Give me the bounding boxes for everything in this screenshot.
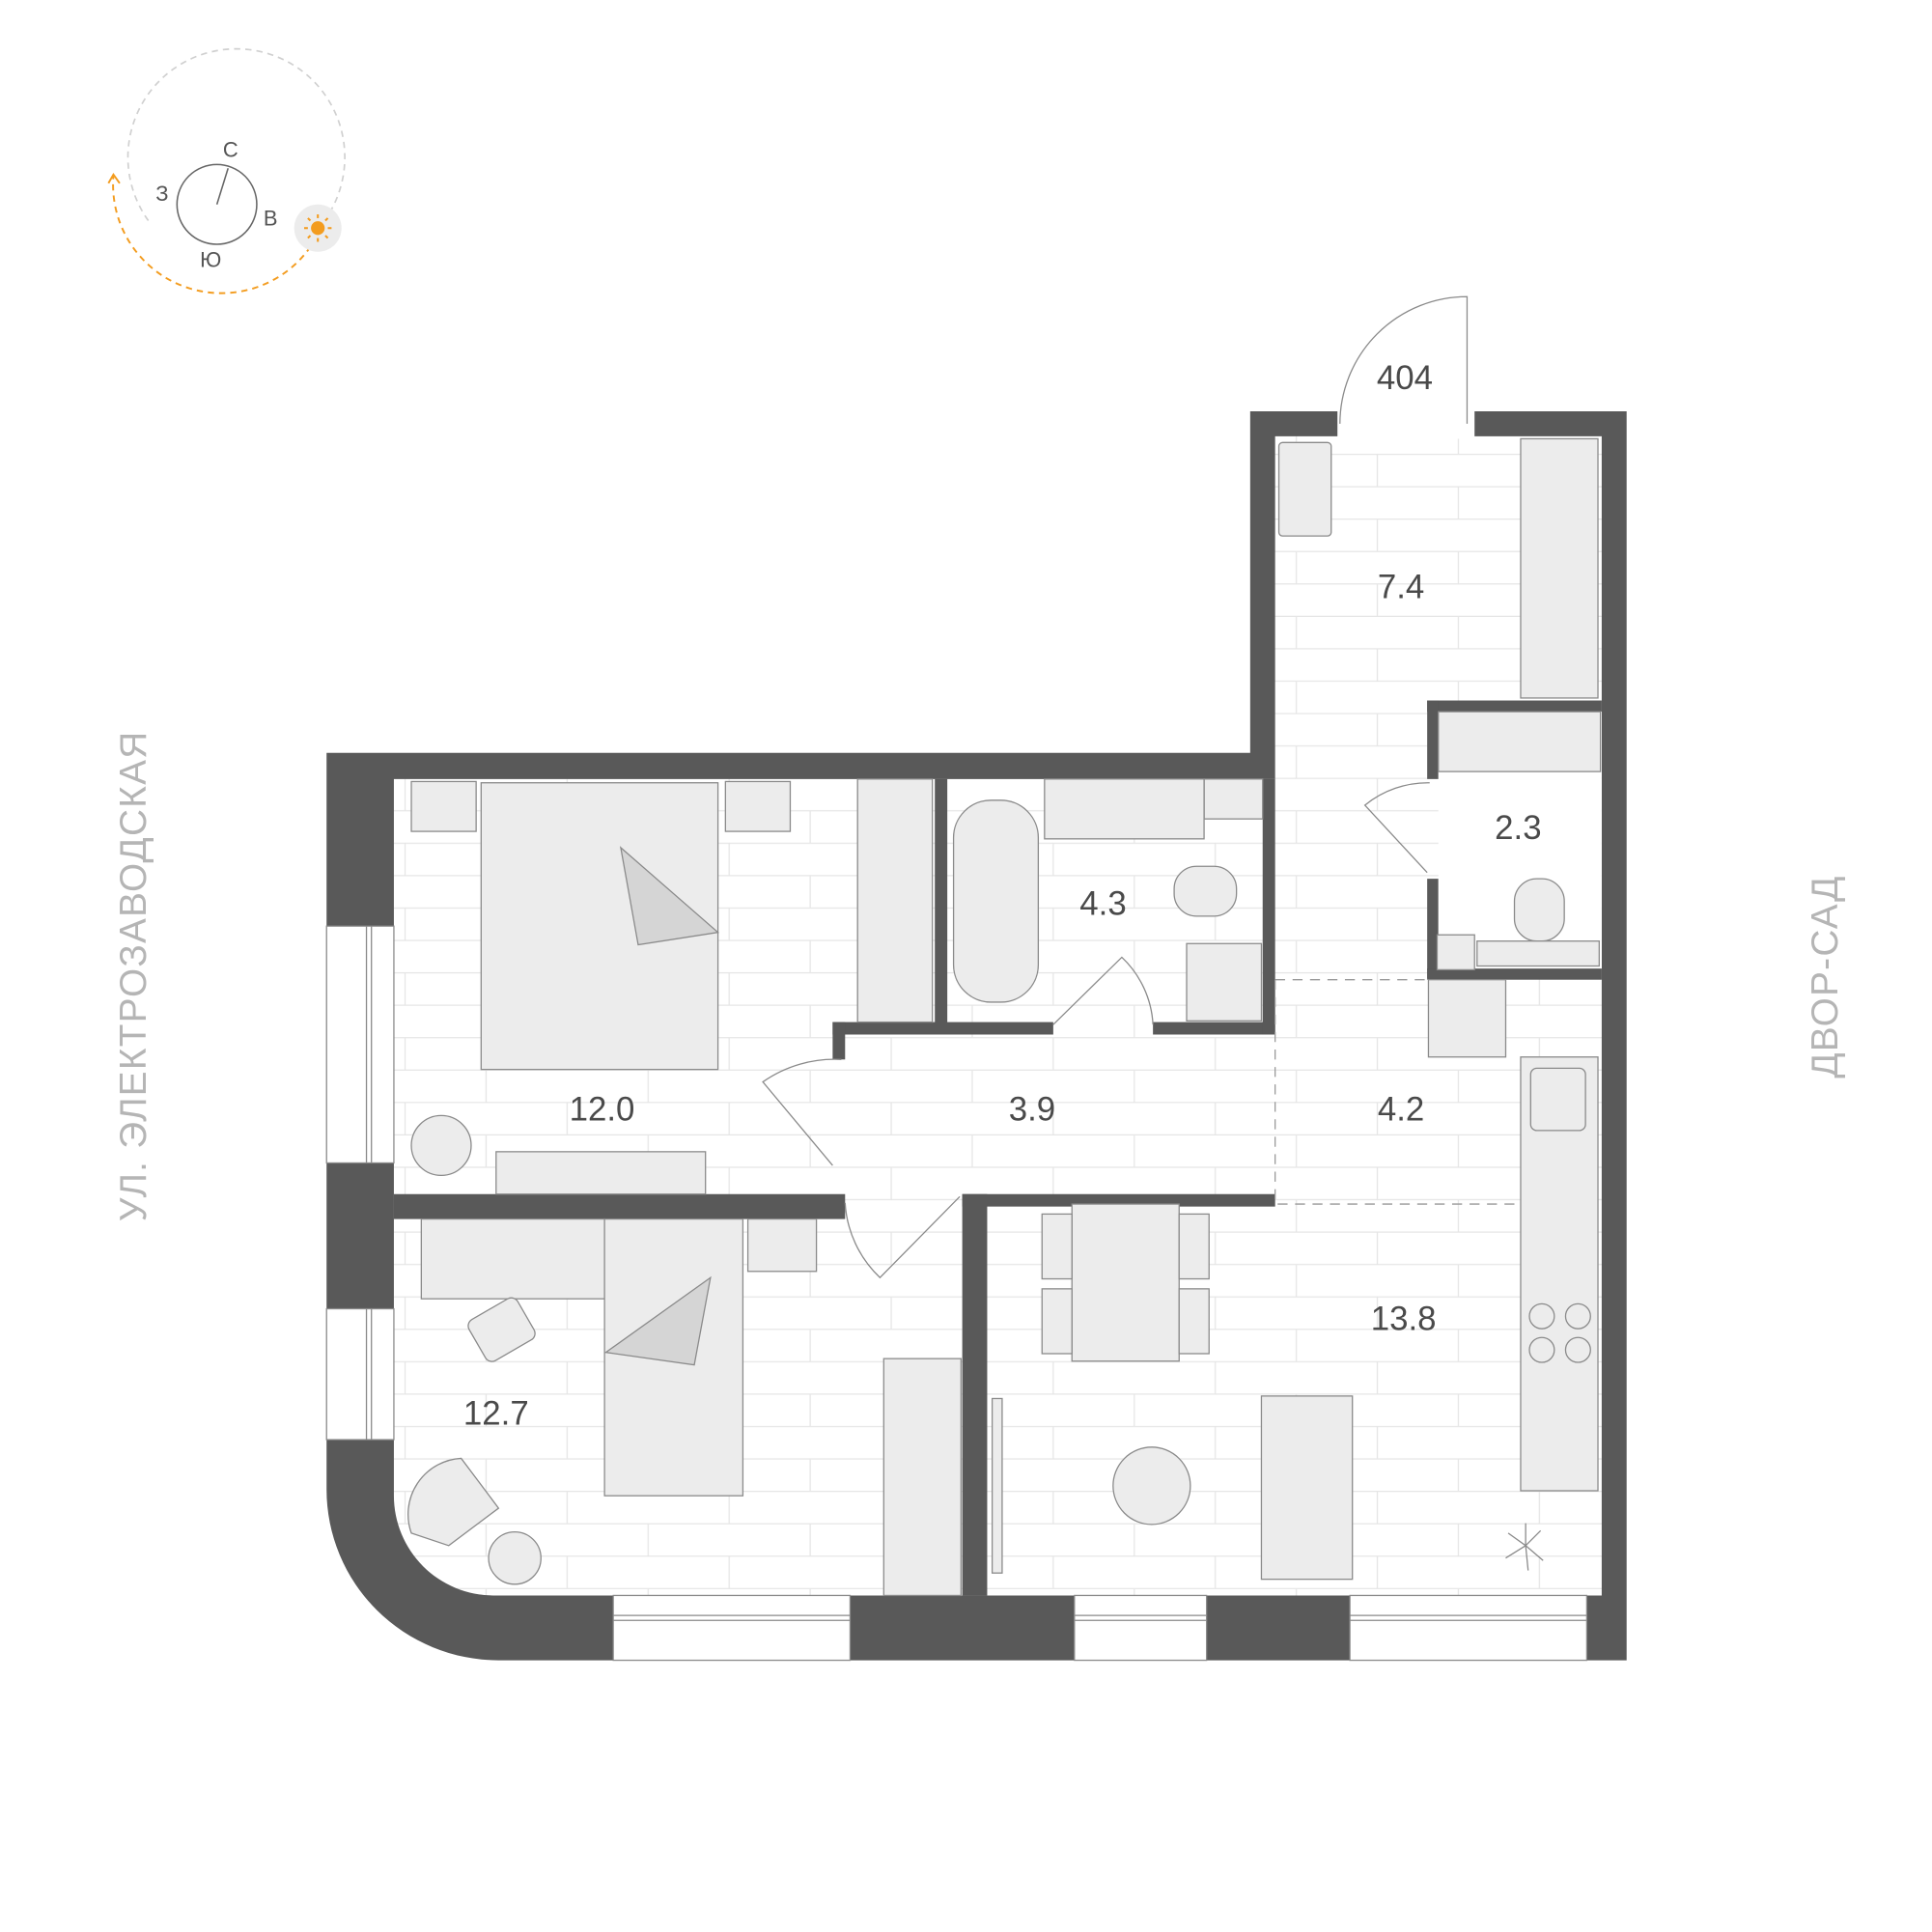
kitchen-sink bbox=[1529, 1067, 1586, 1132]
room-area-bathroom: 4.3 bbox=[1079, 885, 1126, 923]
bedroom-1-door[interactable] bbox=[762, 1058, 842, 1166]
ventilation-shaft-2 bbox=[1203, 778, 1264, 820]
window-bottom-1 bbox=[612, 1594, 852, 1662]
nightstand-left bbox=[410, 780, 477, 832]
bathroom-sink bbox=[1044, 778, 1205, 840]
street-label-right: ДВОР-САД bbox=[1805, 875, 1846, 1078]
compass-dial bbox=[176, 163, 258, 245]
nightstand-right bbox=[724, 780, 792, 832]
bathroom-door[interactable] bbox=[1052, 956, 1154, 1025]
bathroom-toilet bbox=[1173, 865, 1238, 917]
sun-icon bbox=[294, 204, 342, 252]
compass-east: В bbox=[264, 207, 278, 231]
coffee-table bbox=[1112, 1446, 1191, 1526]
sun-path-night bbox=[126, 47, 346, 225]
chair bbox=[1178, 1288, 1210, 1355]
wc-door[interactable] bbox=[1363, 782, 1430, 874]
kitchen-counter bbox=[1520, 1056, 1599, 1492]
armchair bbox=[407, 1457, 500, 1547]
chair bbox=[1041, 1213, 1073, 1280]
desk-chair bbox=[467, 1297, 536, 1362]
window-bottom-3 bbox=[1349, 1594, 1588, 1662]
room-area-hallway: 7.4 bbox=[1378, 569, 1424, 606]
apartment-number: 404 bbox=[1377, 359, 1433, 397]
kitchen-zone-boundary bbox=[1274, 979, 1521, 1205]
dining-table bbox=[1071, 1203, 1180, 1362]
chair bbox=[1178, 1213, 1210, 1280]
wardrobe-hallway bbox=[1520, 437, 1599, 699]
bathtub bbox=[952, 799, 1040, 1003]
wardrobe-bedroom-2 bbox=[882, 1358, 962, 1597]
tv-stand bbox=[495, 1151, 707, 1195]
bedroom-2-door[interactable] bbox=[844, 1195, 961, 1279]
compass-north: С bbox=[223, 138, 238, 162]
compass-west: З bbox=[155, 182, 168, 206]
sofa bbox=[1260, 1395, 1354, 1581]
stove-burners-icon bbox=[1528, 1302, 1591, 1363]
sun-path-day bbox=[112, 175, 318, 294]
fridge bbox=[1427, 979, 1507, 1058]
room-area-corridor: 3.9 bbox=[1009, 1091, 1055, 1129]
pouf bbox=[410, 1114, 472, 1177]
wc-toilet bbox=[1513, 878, 1565, 942]
chair bbox=[1041, 1288, 1073, 1355]
wardrobe-bedroom-1 bbox=[856, 778, 934, 1023]
side-table bbox=[488, 1530, 542, 1585]
compass: С З В Ю bbox=[107, 47, 346, 294]
nightstand-bedroom-2 bbox=[746, 1218, 818, 1273]
room-area-bedroom-2: 12.7 bbox=[463, 1395, 529, 1433]
room-area-wc: 2.3 bbox=[1495, 809, 1541, 847]
street-label-left: УЛ. ЭЛЕКТРОЗАВОДСКАЯ bbox=[113, 730, 154, 1221]
window-left-1 bbox=[325, 925, 395, 1164]
compass-south: Ю bbox=[200, 247, 221, 271]
wc-sink bbox=[1438, 711, 1602, 772]
tv bbox=[991, 1397, 1003, 1574]
shoe-cabinet bbox=[1277, 441, 1332, 537]
plant-icon bbox=[1505, 1523, 1544, 1571]
entrance-door[interactable] bbox=[1339, 295, 1469, 424]
washing-machine bbox=[1186, 942, 1263, 1022]
entrance-opening bbox=[1337, 408, 1475, 439]
window-left-2 bbox=[325, 1307, 395, 1441]
arrow-icon bbox=[107, 172, 121, 184]
wc-shelf bbox=[1476, 940, 1600, 967]
north-needle bbox=[215, 168, 229, 205]
room-area-kitchen: 4.2 bbox=[1378, 1091, 1424, 1129]
window-bottom-2 bbox=[1074, 1594, 1208, 1662]
furniture bbox=[407, 437, 1602, 1597]
desk bbox=[420, 1218, 605, 1300]
room-area-living-room: 13.8 bbox=[1371, 1300, 1437, 1337]
room-area-bedroom-1: 12.0 bbox=[570, 1091, 635, 1129]
ventilation-shaft bbox=[1436, 934, 1475, 971]
